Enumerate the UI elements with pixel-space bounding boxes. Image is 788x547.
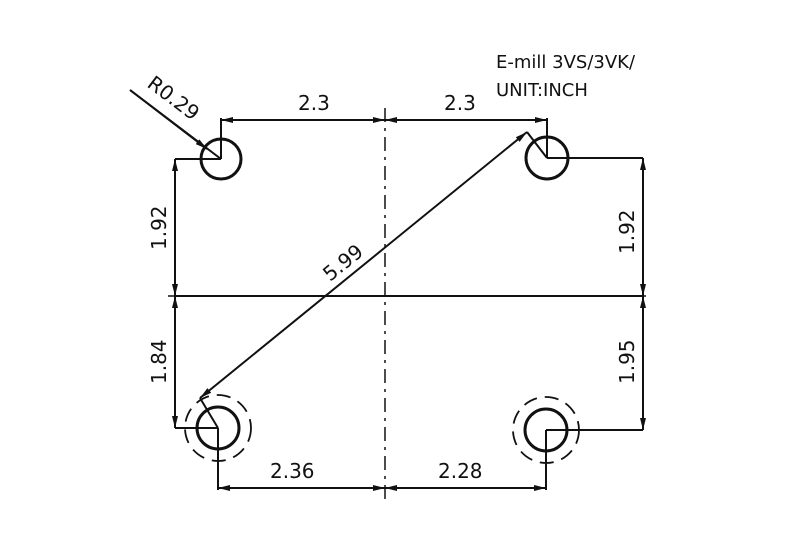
hole-top-left bbox=[199, 137, 243, 181]
hole-bottom-left bbox=[195, 405, 241, 451]
hole-bottom-left-ring bbox=[184, 394, 252, 462]
unit-label: UNIT:INCH bbox=[496, 80, 588, 101]
dim-top-left: 2.3 bbox=[298, 91, 330, 115]
hole-bottom-right bbox=[523, 407, 569, 453]
dim-right-lower: 1.95 bbox=[615, 339, 639, 384]
dim-right-upper: 1.92 bbox=[615, 209, 639, 254]
dim-top-right: 2.3 bbox=[444, 91, 476, 115]
model-title: E-mill 3VS/3VK/ bbox=[496, 52, 636, 73]
dim-bottom-left: 2.36 bbox=[270, 459, 315, 483]
dim-left-lower: 1.84 bbox=[147, 339, 171, 384]
diagonal-dimension-line bbox=[199, 131, 528, 399]
dim-diagonal: 5.99 bbox=[318, 239, 368, 286]
hole-bottom-right-ring bbox=[512, 396, 580, 464]
dim-bottom-right: 2.28 bbox=[438, 459, 483, 483]
dim-left-upper: 1.92 bbox=[147, 205, 171, 250]
hole-top-right bbox=[524, 135, 570, 181]
radius-label: R0.29 bbox=[143, 71, 204, 125]
